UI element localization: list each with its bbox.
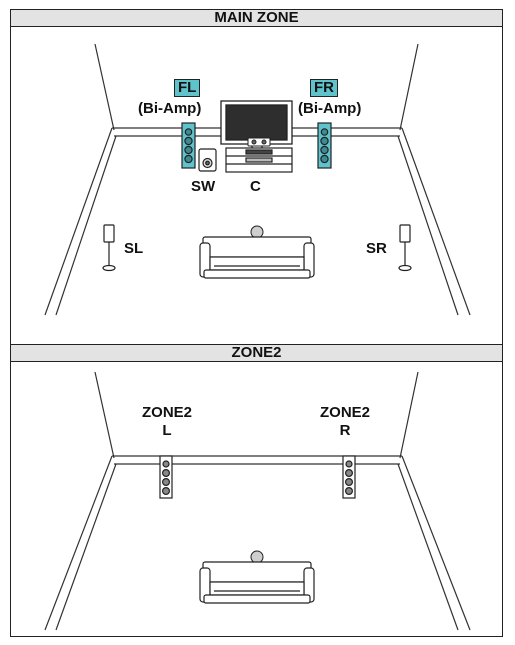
zone2-r-label-line2: R bbox=[339, 422, 351, 439]
fr-label: FR bbox=[310, 79, 338, 97]
subwoofer-icon bbox=[198, 148, 217, 172]
tv-icon bbox=[220, 100, 293, 150]
sw-label: SW bbox=[191, 178, 216, 195]
fl-label: FL bbox=[174, 79, 201, 97]
tv-stand-icon bbox=[225, 147, 293, 173]
center-speaker-icon bbox=[247, 137, 271, 147]
zone2-l-label-line2: L bbox=[162, 422, 172, 439]
main-room-walls bbox=[44, 43, 471, 316]
zone2-l-speaker-icon bbox=[159, 455, 173, 499]
zone2-r-speaker-icon bbox=[342, 455, 356, 499]
fr-speaker-icon bbox=[317, 122, 332, 169]
sr-label: SR bbox=[366, 240, 387, 257]
zone2-sofa-icon bbox=[199, 561, 315, 604]
fl-bi-amp-label: (Bi-Amp) bbox=[138, 100, 202, 117]
main-sofa-icon bbox=[199, 236, 315, 279]
sl-label: SL bbox=[124, 240, 144, 257]
fl-speaker-icon bbox=[181, 122, 196, 169]
sl-speaker-icon bbox=[102, 224, 116, 272]
zone2-r-label-line1: ZONE2 bbox=[319, 404, 370, 421]
zone2-panel bbox=[10, 361, 503, 637]
zone2-l-label-line1: ZONE2 bbox=[141, 404, 192, 421]
sr-speaker-icon bbox=[398, 224, 412, 272]
c-label: C bbox=[250, 178, 261, 195]
fr-bi-amp-label: (Bi-Amp) bbox=[298, 100, 362, 117]
